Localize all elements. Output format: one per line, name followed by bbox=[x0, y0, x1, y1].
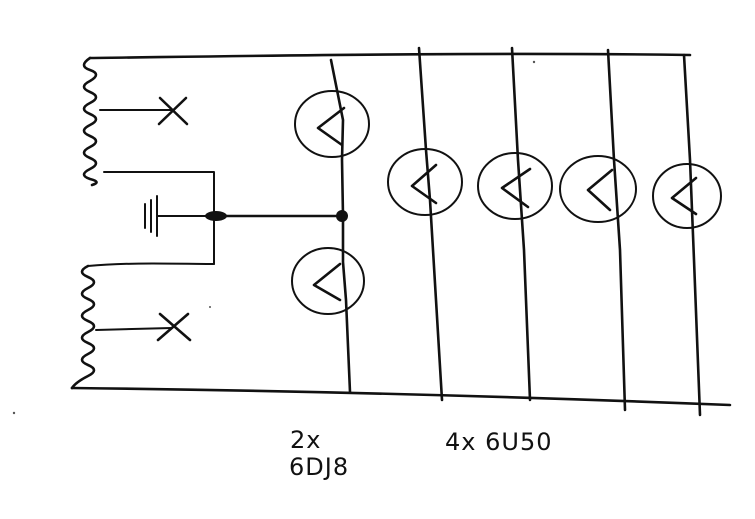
paper-speck bbox=[209, 306, 211, 308]
output-tube-1-element bbox=[410, 163, 438, 205]
upper-coil-winding-icon bbox=[82, 56, 98, 187]
output-tube-2-element bbox=[500, 167, 532, 209]
output-tube-2-icon[interactable] bbox=[477, 152, 553, 220]
output-column-wire-1 bbox=[417, 46, 444, 402]
output-tube-3-element bbox=[586, 168, 614, 212]
driver-count-label: 2x bbox=[290, 426, 322, 454]
output-tube-1-icon[interactable] bbox=[387, 148, 463, 216]
lower-x-mark-icon bbox=[156, 312, 192, 342]
junction-dot-left bbox=[205, 211, 227, 221]
output-column-wire-4 bbox=[682, 53, 702, 417]
top-rail bbox=[88, 52, 692, 60]
driver-tube-lower-element bbox=[312, 262, 342, 302]
driver-tube-upper-icon[interactable] bbox=[294, 90, 370, 158]
output-tube-3-icon[interactable] bbox=[559, 155, 637, 223]
lower-coil-top-lead bbox=[87, 262, 215, 267]
output-column-wire-2 bbox=[510, 46, 532, 402]
driver-tube-lower-icon[interactable] bbox=[291, 247, 365, 315]
output-tubes-label: 4x 6U50 bbox=[445, 428, 553, 456]
output-column-wire-3 bbox=[606, 48, 627, 412]
lower-coil-winding-icon bbox=[70, 264, 96, 390]
lower-tap-line bbox=[95, 327, 173, 331]
driver-column-wire bbox=[329, 58, 352, 394]
upper-x-mark-icon bbox=[157, 96, 189, 126]
paper-speck bbox=[532, 60, 536, 64]
upper-coil-lead bbox=[103, 171, 215, 265]
bottom-rail bbox=[70, 386, 732, 407]
output-tube-4-icon[interactable] bbox=[652, 163, 722, 229]
ground-symbol-icon bbox=[144, 195, 215, 237]
driver-type-label: 6DJ8 bbox=[289, 453, 350, 481]
paper-speck bbox=[12, 411, 16, 415]
output-tube-4-element bbox=[670, 176, 698, 216]
driver-tube-upper-element bbox=[316, 106, 346, 147]
